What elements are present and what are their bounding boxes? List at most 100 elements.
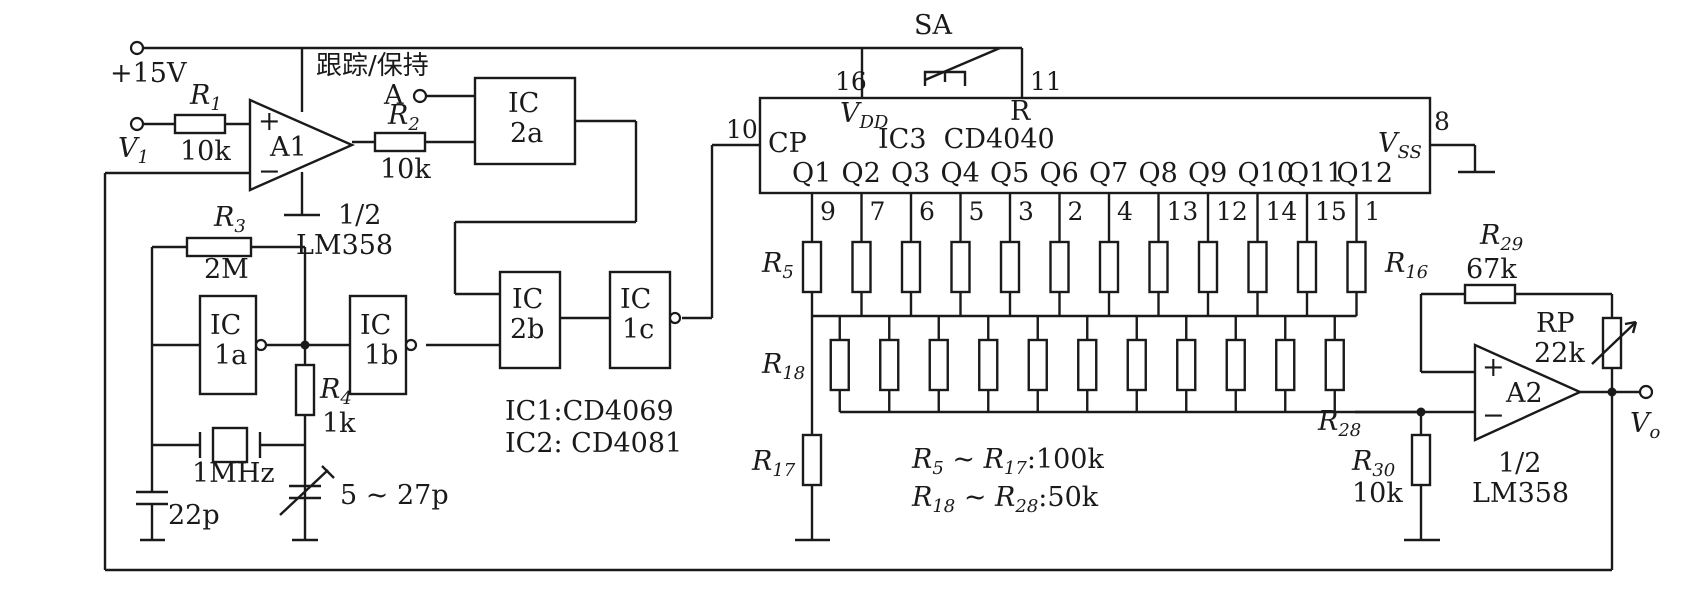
counter-pin-number: 12 xyxy=(1216,197,1248,226)
inverter-bubble xyxy=(404,338,418,352)
counter-output-q2: Q2 xyxy=(842,158,881,189)
track-hold-point: A xyxy=(383,80,404,111)
track-hold-terminal xyxy=(412,88,428,104)
resistor-r30 xyxy=(1410,433,1432,487)
input-terminal xyxy=(129,116,145,132)
counter-outputs: 9Q17Q26Q35Q43Q52Q64Q713Q812Q914Q1015Q111… xyxy=(792,158,1393,226)
counter-pin-number: 5 xyxy=(969,197,985,226)
counter-output-q9: Q9 xyxy=(1188,158,1227,189)
a1-model: LM358 xyxy=(296,230,393,261)
r1-label: R1 xyxy=(189,80,222,115)
ic1c-l1: IC xyxy=(620,284,651,315)
ladder-resistor-bit xyxy=(801,240,823,294)
ladder-resistor-2r xyxy=(1027,338,1048,392)
ic1a-l1: IC xyxy=(210,310,241,341)
counter-output-q10: Q10 xyxy=(1238,158,1295,189)
counter-pin-number: 2 xyxy=(1068,197,1084,226)
counter-cp: CP xyxy=(768,128,807,159)
ladder-resistor-2r xyxy=(1275,338,1296,392)
counter-pin-number: 14 xyxy=(1266,197,1298,226)
r29-label: R29 xyxy=(1479,220,1523,255)
ladder-resistor-2r xyxy=(1126,338,1147,392)
a1-plus: + xyxy=(258,106,281,137)
rp-label: RP xyxy=(1536,308,1575,339)
counter-ic3 xyxy=(758,96,1432,195)
inverter-bubble xyxy=(668,311,682,325)
ladder-resistor-bit xyxy=(1346,240,1367,294)
ladder-resistor-bit xyxy=(1296,240,1318,294)
a1-name: A1 xyxy=(269,132,307,163)
note-ic1: IC1:CD4069 xyxy=(505,396,674,427)
counter-output-q1: Q1 xyxy=(792,158,831,189)
r16-label: R16 xyxy=(1384,248,1428,283)
crystal-value: 1MHz xyxy=(192,458,275,489)
counter-output-q8: Q8 xyxy=(1139,158,1178,189)
ladder-resistor-2r xyxy=(829,338,850,392)
r4-label: R4 xyxy=(319,374,352,409)
counter-pin-number: 13 xyxy=(1167,197,1199,226)
resistor-r4 xyxy=(294,363,316,417)
resistor-r1 xyxy=(173,113,227,135)
trimmer-capacitor-c2 xyxy=(279,465,335,516)
a2-plus: + xyxy=(1482,352,1505,383)
counter-pin-number: 9 xyxy=(820,197,836,226)
r2-label: R2 xyxy=(387,100,420,135)
counter-pin-r: 11 xyxy=(1030,67,1062,96)
switch-sa xyxy=(923,46,1001,86)
a2-minus: − xyxy=(1482,400,1505,431)
ic1a-l2: 1a xyxy=(214,340,247,371)
ic2b-l2: 2b xyxy=(510,314,544,345)
counter-output-q6: Q6 xyxy=(1040,158,1079,189)
r3-label: R3 xyxy=(213,202,246,237)
ladder-resistor-bit xyxy=(1049,240,1070,294)
r1-value: 10k xyxy=(180,136,231,167)
note-range1: R5 ~ R17:100k xyxy=(911,444,1104,479)
r30-label: R30 xyxy=(1351,446,1395,481)
resistor-r2 xyxy=(373,131,427,153)
counter-pin-number: 3 xyxy=(1018,197,1034,226)
resistor-r17 xyxy=(801,433,823,487)
ladder-resistor-2r xyxy=(978,338,999,392)
track-hold-label: 跟踪/保持 xyxy=(316,51,429,81)
ic1b-l1: IC xyxy=(360,310,391,341)
counter-output-q7: Q7 xyxy=(1089,158,1128,189)
counter-output-q12: Q12 xyxy=(1337,158,1394,189)
note-range2: R18 ~ R28:50k xyxy=(911,482,1099,517)
potentiometer-rp xyxy=(1591,316,1638,370)
ladder-resistor-2r xyxy=(1225,338,1246,392)
ladder-resistor-2r xyxy=(928,338,949,392)
counter-output-q3: Q3 xyxy=(891,158,930,189)
ladder-resistor-2r xyxy=(1077,338,1098,392)
r2-value: 10k xyxy=(380,154,431,185)
ladder-resistor-2r xyxy=(879,338,900,392)
ladder-resistor-bit xyxy=(950,240,971,294)
junction-dot xyxy=(300,340,310,350)
counter-output-q4: Q4 xyxy=(941,158,980,189)
counter-pin-number: 15 xyxy=(1315,197,1347,226)
junction-dot xyxy=(1416,407,1426,417)
resistor-r29 xyxy=(1463,283,1517,305)
a2-name: A2 xyxy=(1505,378,1543,409)
ic2a-l1: IC xyxy=(508,88,539,119)
input-label: V1 xyxy=(118,133,149,168)
counter-pin-number: 6 xyxy=(919,197,935,226)
gate-ic1c xyxy=(608,270,672,370)
r28-label: R28 xyxy=(1317,406,1361,441)
counter-pin-vdd: 16 xyxy=(835,67,867,96)
note-ic2: IC2: CD4081 xyxy=(505,428,682,459)
counter-vss: VSS xyxy=(1378,128,1422,163)
counter-title: IC3 CD4040 xyxy=(878,124,1055,155)
r29-value: 67k xyxy=(1466,254,1517,285)
resistor-r3 xyxy=(185,236,253,258)
supply-terminal xyxy=(129,40,145,56)
counter-vdd: VDD xyxy=(840,98,889,133)
supply-label: +15V xyxy=(110,58,187,89)
ic1b-l2: 1b xyxy=(364,340,398,371)
a2-part: 1/2 xyxy=(1498,448,1541,479)
ladder-resistor-bit xyxy=(1148,240,1169,294)
output-label: Vo xyxy=(1630,408,1661,443)
ladder-resistor-bit xyxy=(900,240,922,294)
r5-label: R5 xyxy=(761,248,794,283)
junction-dot xyxy=(1607,387,1617,397)
